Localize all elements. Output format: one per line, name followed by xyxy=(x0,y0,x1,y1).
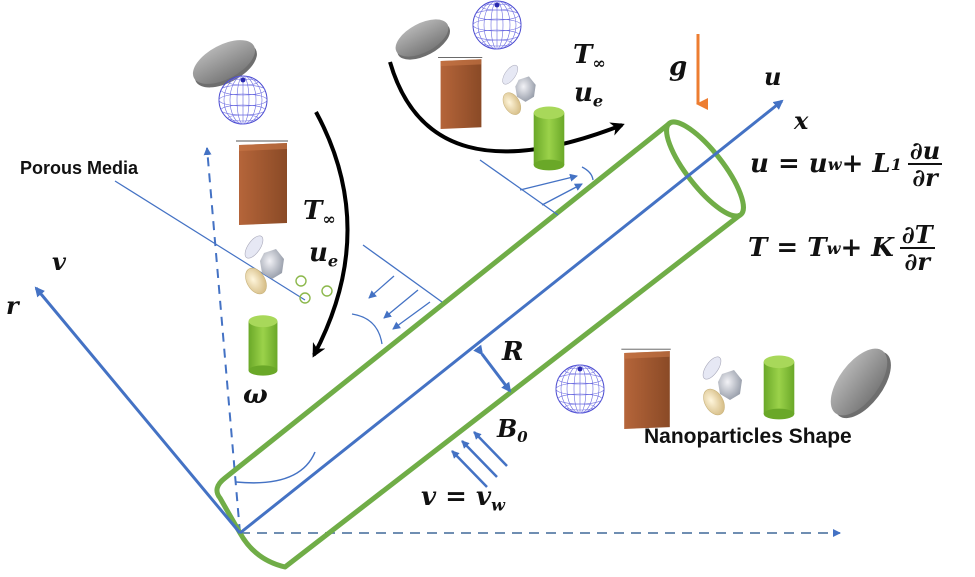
magnetic-field-arrows xyxy=(451,431,508,488)
porous-circles xyxy=(295,275,333,304)
axis-r-label: r xyxy=(6,291,19,320)
axis-x-u xyxy=(239,99,784,535)
cylinder xyxy=(214,119,746,570)
vertical-reference-line xyxy=(203,147,241,534)
top-shapes xyxy=(389,0,565,171)
left-boundary-layer xyxy=(351,244,443,345)
flow-arrow-top xyxy=(388,61,625,154)
axis-r-v xyxy=(34,286,242,534)
nanoparticles-shape-label: Nanoparticles Shape xyxy=(644,425,852,448)
ue-left-label: ue xyxy=(309,238,339,271)
angle-omega-label: ω xyxy=(243,380,268,410)
left-shapes xyxy=(185,31,289,376)
porous-media-pointer xyxy=(114,180,306,301)
t-infinity-top-label: T∞ xyxy=(573,40,606,73)
radius-arrow xyxy=(473,344,512,393)
axis-x-label: x xyxy=(794,106,809,135)
porous-media-label: Porous Media xyxy=(20,158,139,178)
ue-top-label: ue xyxy=(574,78,604,111)
magnetic-field-label: B0 xyxy=(497,414,528,447)
t-infinity-left-label: T∞ xyxy=(303,196,336,229)
gravity-label: g xyxy=(669,52,688,82)
angle-omega-arc xyxy=(235,451,316,484)
axis-v-label: v xyxy=(52,247,66,276)
nanoparticle-shapes-row xyxy=(555,330,918,437)
flow-arrow-left xyxy=(312,111,350,358)
wall-suction-label: v = vw xyxy=(421,482,505,515)
axis-u-label: u xyxy=(764,62,782,91)
radius-label: R xyxy=(502,337,524,367)
top-boundary-layer xyxy=(479,159,594,216)
cylinder-end-ellipse xyxy=(664,119,746,219)
